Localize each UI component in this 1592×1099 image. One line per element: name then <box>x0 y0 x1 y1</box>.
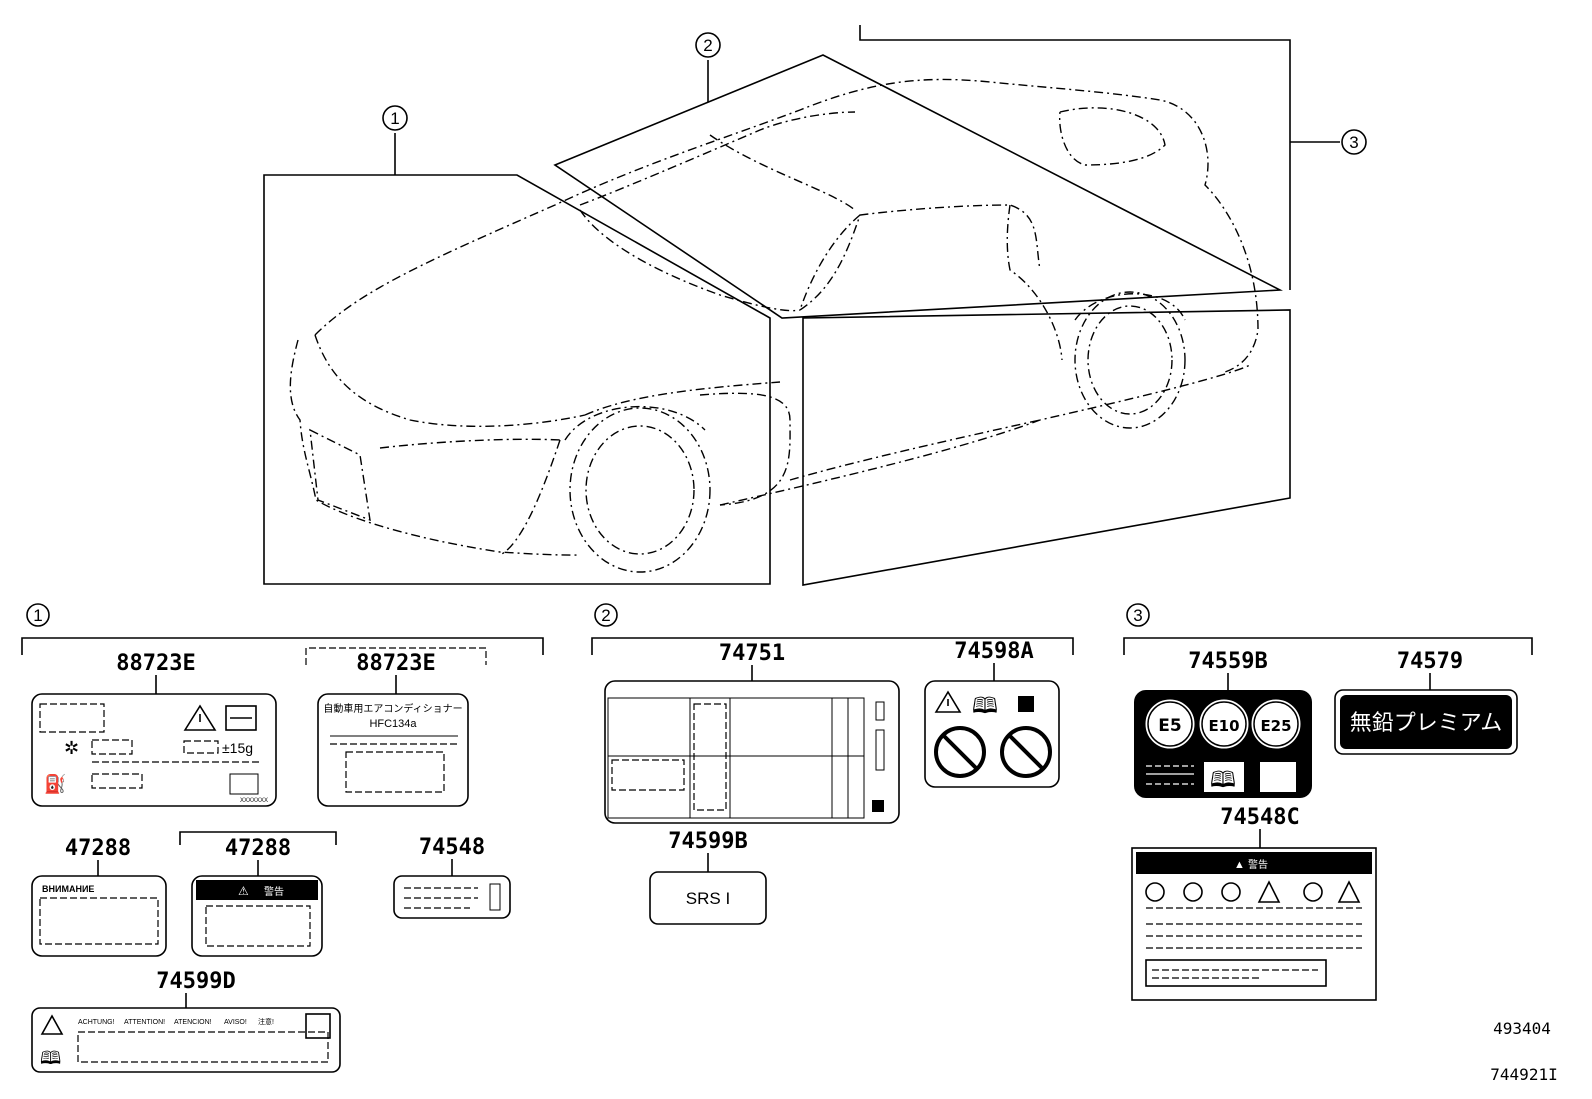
label-74599D: 🕮 ACHTUNG! ATTENTION! ATENCION! AVISO! 注… <box>31 1007 341 1073</box>
callout-2-car: 2 <box>695 32 721 58</box>
label-47288-left: ВНИМАНИЕ <box>31 875 167 957</box>
manual-icon: 🕮 <box>40 1048 61 1068</box>
callout-1-section-text: 1 <box>33 606 42 625</box>
label-74559B-e10: E10 <box>1208 717 1239 735</box>
callout-3-car: 3 <box>1341 129 1367 155</box>
label-88723E-refrigerant: HFC134a <box>369 718 417 730</box>
label-74559B: E5 E10 E25 🕮 <box>1134 690 1312 798</box>
part-74751: 74751 <box>719 641 785 666</box>
callout-1-car-text: 1 <box>390 109 399 128</box>
no-child-seat-icon-2 <box>1000 726 1052 778</box>
region-frame-3 <box>802 25 1291 586</box>
part-88723E-left: 88723E <box>116 651 195 676</box>
callout-2-section-text: 2 <box>601 606 610 625</box>
no-child-seat-icon-1 <box>934 726 986 778</box>
label-47288-right: ⚠ 警告 <box>191 875 323 957</box>
label-74559B-e5: E5 <box>1158 716 1181 736</box>
manual-info-icon: 🕮 <box>972 693 998 718</box>
label-88723E-left: ✲ ±15g ⛽ XXXXXXX <box>31 693 277 807</box>
label-88723E-right: 自動車用エアコンディショナー HFC134a <box>317 693 469 807</box>
section-1: 1 88723E ✲ ±15g ⛽ XXXXXXX 88723E 自動車用エ <box>21 603 544 1073</box>
ac-icon: ✲ <box>64 738 79 758</box>
label-74548C: ▲ 警告 <box>1131 847 1377 1001</box>
region-frame-2 <box>553 54 1283 319</box>
rear-wheel <box>1074 291 1186 429</box>
label-74579-text: 無鉛プレミアム <box>1350 710 1502 735</box>
section-3: 3 74559B E5 E10 E25 🕮 74579 <box>1123 603 1533 1001</box>
label-74559B-e25: E25 <box>1260 717 1291 735</box>
manual-info-icon-3: 🕮 <box>1210 767 1236 792</box>
callout-2-car-text: 2 <box>703 36 712 55</box>
part-74548C: 74548C <box>1220 805 1299 830</box>
section-2: 2 74751 74598A 🕮 <box>591 603 1074 925</box>
callout-1-car: 1 <box>382 105 408 131</box>
label-74599D-achtung: ACHTUNG! <box>78 1019 115 1026</box>
label-74548C-warning: 警告 <box>1248 858 1268 871</box>
part-74599B: 74599B <box>668 829 747 854</box>
reference-number-1: 493404 <box>1493 1019 1551 1038</box>
label-74599B-srs: SRS I <box>686 889 730 908</box>
part-74548: 74548 <box>419 835 485 860</box>
front-wheel <box>564 405 711 573</box>
part-88723E-right: 88723E <box>356 651 435 676</box>
label-47288-warning-jp: 警告 <box>264 885 284 898</box>
part-74598A: 74598A <box>954 639 1033 664</box>
label-74599D-attention: ATTENTION! <box>124 1019 165 1026</box>
label-74579: 無鉛プレミアム <box>1334 689 1518 755</box>
label-88723E-weight: ±15g <box>222 740 253 756</box>
warning-triangle-icon: ⚠ <box>238 884 249 898</box>
label-74599D-atencion: ATENCION! <box>174 1019 212 1026</box>
vehicle-illustration <box>263 25 1340 586</box>
label-47288-warning-ru: ВНИМАНИЕ <box>42 884 94 894</box>
part-47288-left: 47288 <box>65 836 131 861</box>
part-47288-right: 47288 <box>225 836 291 861</box>
oil-icon: ⛽ <box>44 773 66 794</box>
warning-triangle-icon-3: ▲ <box>1234 859 1245 871</box>
part-74559B: 74559B <box>1188 649 1267 674</box>
label-88723E-jp: 自動車用エアコンディショナー <box>323 702 462 715</box>
callout-3-car-text: 3 <box>1349 133 1358 152</box>
hazard-icons <box>1145 880 1361 903</box>
region-frame-1 <box>263 174 771 585</box>
label-74599D-aviso: AVISO! <box>224 1019 247 1026</box>
reference-number-2: 744921I <box>1490 1065 1557 1084</box>
label-88723E-code: XXXXXXX <box>240 798 268 804</box>
label-74599D-chui: 注意! <box>258 1017 274 1026</box>
label-74548 <box>393 875 511 919</box>
part-74579: 74579 <box>1397 649 1463 674</box>
label-74598A: 🕮 <box>924 680 1060 788</box>
label-74751 <box>604 680 900 824</box>
part-74599D: 74599D <box>156 969 235 994</box>
callout-3-section-text: 3 <box>1133 606 1142 625</box>
label-74599B: SRS I <box>649 871 767 925</box>
